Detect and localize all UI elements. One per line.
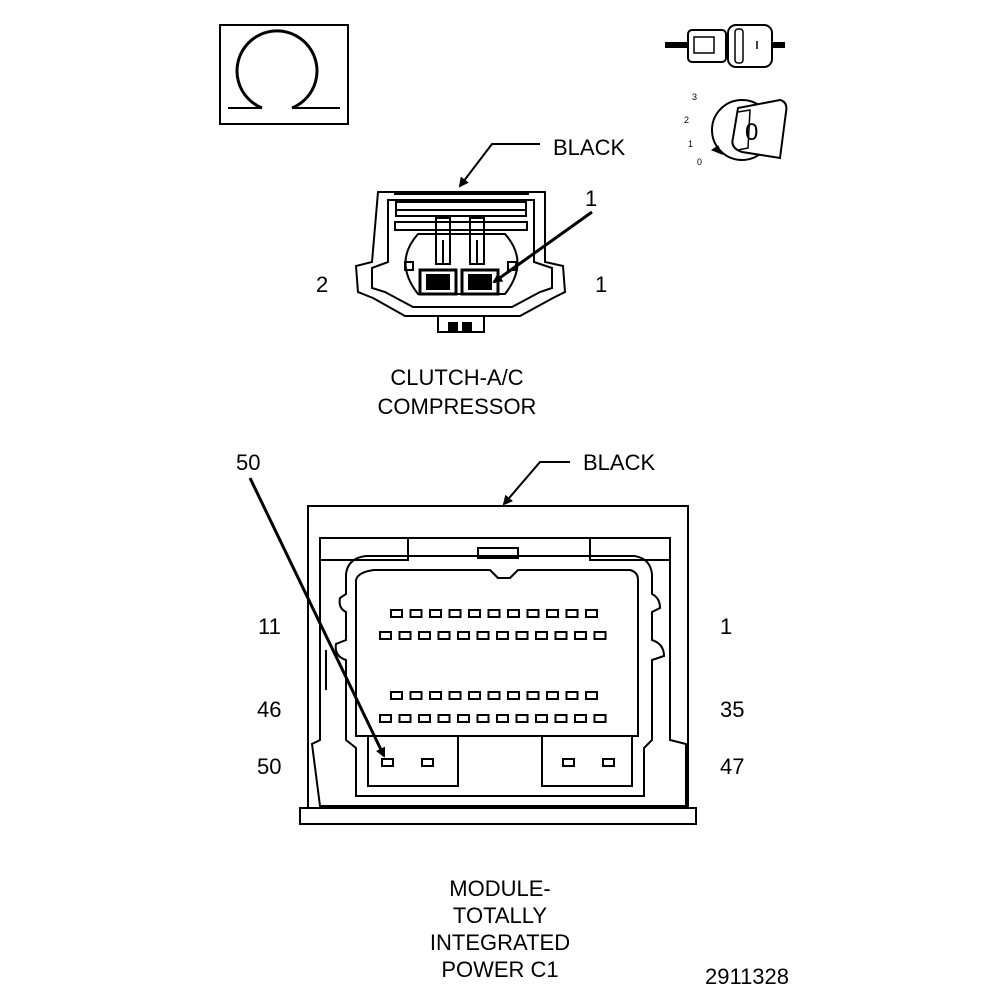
figure-number: 2911328 [705, 964, 790, 989]
tipm-pin-cavity [496, 714, 509, 723]
tipm-pin-cavity [535, 631, 548, 640]
tipm-pin-cavity [390, 609, 403, 618]
tipm-pin-cavity [554, 631, 568, 640]
tipm-pin-cavity [429, 691, 442, 700]
ohm-symbol-icon [219, 24, 349, 125]
tipm-pin-cavity [429, 609, 442, 618]
tipm-pin-cavity [468, 691, 481, 700]
clutch-connector-body [354, 191, 567, 333]
tipm-pin-cavity [554, 714, 568, 723]
tipm-pin-cavity [421, 758, 434, 767]
tipm-pin-cavity [418, 714, 431, 723]
tipm-pin-cavity [574, 631, 587, 640]
disconnected-connector-icon [665, 24, 785, 68]
tipm-pin-cavity [409, 691, 423, 700]
tipm-row-label-right-1: 1 [720, 614, 733, 639]
tipm-row-label-right-35: 35 [720, 697, 745, 722]
tipm-row-label-left-11: 11 [258, 614, 281, 639]
tipm-color-label: BLACK [583, 450, 656, 475]
key-position-0: 0 [697, 157, 703, 167]
ignition-key-off-icon [710, 98, 788, 161]
tipm-pin-cavity [437, 631, 451, 640]
tipm-row-label-left-46: 46 [257, 697, 282, 722]
tipm-pin-cavity [526, 691, 540, 700]
tipm-pin-cavity [526, 609, 540, 618]
tipm-pin-cavity [457, 714, 470, 723]
tipm-pin-cavity [379, 714, 392, 723]
clutch-color-label: BLACK [553, 135, 626, 160]
tipm-pin-cavity [515, 631, 529, 640]
key-position-2: 2 [684, 115, 690, 125]
tipm-row-label-right-47: 47 [720, 754, 745, 779]
tipm-pin-cavity [515, 714, 529, 723]
clutch-caption-line2: COMPRESSOR [377, 394, 537, 419]
clutch-right-cavity-label: 1 [595, 272, 608, 297]
tipm-pin-cavity [468, 609, 481, 618]
tipm-pin-cavity [457, 631, 470, 640]
tipm-pin-grid [379, 609, 615, 767]
tipm-pointer-pin-label: 50 [236, 450, 261, 475]
tipm-pin-cavity [546, 691, 559, 700]
tipm-connector-body [299, 505, 697, 825]
tipm-pin-cavity [437, 714, 451, 723]
tipm-pin-cavity [585, 609, 598, 618]
tipm-pin-cavity [398, 714, 412, 723]
tipm-caption-line2: TOTALLY [452, 903, 548, 928]
tipm-pin-cavity [593, 714, 607, 723]
tipm-caption-line3: INTEGRATED [429, 930, 571, 955]
tipm-pin-cavity [496, 631, 509, 640]
tipm-pin-cavity [398, 631, 412, 640]
clutch-caption-line1: CLUTCH-A/C [390, 365, 524, 390]
key-position-1: 1 [688, 139, 694, 149]
tipm-pin-cavity [448, 691, 462, 700]
tipm-pin-cavity [593, 631, 607, 640]
tipm-pin-leader [248, 477, 386, 758]
tipm-caption-line1: MODULE- [449, 876, 551, 901]
tipm-pin-cavity [546, 609, 559, 618]
tipm-color-leader [502, 461, 570, 506]
clutch-color-leader [458, 143, 540, 188]
tipm-pin-cavity [476, 714, 490, 723]
tipm-pin-cavity [602, 758, 615, 767]
tipm-pin-cavity [409, 609, 423, 618]
key-position-3: 3 [692, 92, 698, 102]
tipm-pin-cavity [507, 609, 520, 618]
tipm-pin-cavity [418, 631, 431, 640]
tipm-pin-cavity [390, 691, 403, 700]
tipm-pin-cavity [565, 691, 579, 700]
tipm-row-label-left-50: 50 [257, 754, 282, 779]
clutch-pointer-pin-label: 1 [585, 186, 598, 211]
tipm-caption-line4: POWER C1 [441, 957, 559, 982]
tipm-pin-cavity [562, 758, 575, 767]
tipm-pin-cavity [487, 691, 501, 700]
tipm-pin-cavity [507, 691, 520, 700]
tipm-pin-cavity [448, 609, 462, 618]
clutch-pin-leader [492, 210, 593, 284]
tipm-pin-cavity [379, 631, 392, 640]
tipm-pin-cavity [476, 631, 490, 640]
tipm-pin-cavity [585, 691, 598, 700]
tipm-pin-cavity [574, 714, 587, 723]
tipm-pin-cavity [487, 609, 501, 618]
key-face-label: 0 [745, 119, 759, 146]
tipm-pin-cavity [535, 714, 548, 723]
clutch-left-cavity-label: 2 [316, 272, 329, 297]
tipm-pin-cavity [565, 609, 579, 618]
tipm-pin-cavity [381, 758, 394, 767]
